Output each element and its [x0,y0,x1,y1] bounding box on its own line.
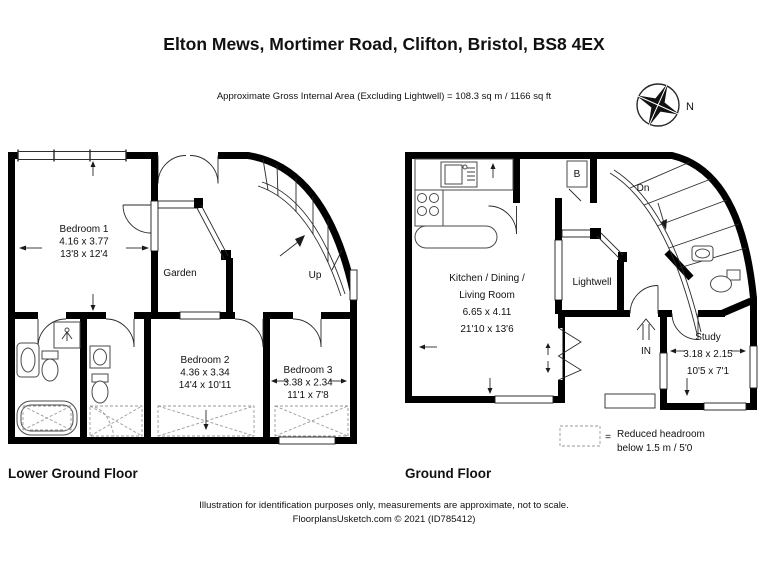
dimension-arrows [19,161,347,430]
interior-walls [11,159,354,440]
svg-text:6.65 x 4.11: 6.65 x 4.11 [463,307,512,318]
toilet [726,269,741,281]
boiler-cupboard: B [566,160,588,202]
credit-text: FloorplansUsketch.com © 2021 (ID785412) [292,514,476,525]
floor-label-lower-ground: Lower Ground Floor [8,466,138,481]
room-label-bedroom2: Bedroom 2 4.36 x 3.34 14'4 x 10'11 [179,355,232,391]
svg-text:11'1 x 7'8: 11'1 x 7'8 [287,390,329,401]
stairs-up-label: Up [309,270,322,281]
legend-swatch [559,425,601,447]
legend-line2: below 1.5 m / 5'0 [617,443,693,454]
room-label-lightwell: Lightwell [573,277,612,288]
svg-text:14'4 x 10'11: 14'4 x 10'11 [179,380,232,391]
svg-text:4.16 x 3.77: 4.16 x 3.77 [59,237,109,248]
compass-north-label: N [686,101,694,113]
svg-text:Kitchen / Dining /: Kitchen / Dining / [449,273,525,284]
room-label-kitchen: Kitchen / Dining / Living Room 6.65 x 4.… [449,273,525,335]
room-label-study: Study 3.18 x 2.15 10'5 x 7'1 [683,332,733,377]
svg-text:Bedroom 3: Bedroom 3 [284,365,333,376]
staircase-up: Up [257,158,346,297]
boiler-label: B [574,169,581,180]
svg-text:13'8 x 12'4: 13'8 x 12'4 [60,249,108,260]
room-label-bedroom1: Bedroom 1 4.16 x 3.77 13'8 x 12'4 [59,224,109,260]
svg-text:10'5 x 7'1: 10'5 x 7'1 [687,366,730,377]
svg-text:4.36 x 3.34: 4.36 x 3.34 [180,368,230,379]
area-note: Approximate Gross Internal Area (Excludi… [216,91,552,102]
svg-text:Study: Study [695,332,721,343]
entrance: IN [604,318,656,409]
floorplan-ground: B Dn [405,152,758,454]
window [17,149,358,445]
legend-reduced-headroom: = Reduced headroom below 1.5 m / 5'0 [559,425,705,454]
bathroom-fixtures [16,321,81,436]
entrance-label: IN [641,346,651,357]
svg-text:Bedroom 2: Bedroom 2 [181,355,230,366]
svg-text:21'10 x 13'6: 21'10 x 13'6 [460,324,514,335]
wc-fixtures [691,245,741,293]
entry-step [604,393,656,409]
compass-icon: N [635,82,694,128]
counter-peninsula [414,225,498,249]
dimension-arrows [419,163,746,396]
legend-equals: = [605,432,611,443]
svg-text:Living Room: Living Room [459,290,515,301]
disclaimer-text: Illustration for identification purposes… [199,500,569,511]
svg-text:3.18 x 2.15: 3.18 x 2.15 [683,349,733,360]
room-label-garden: Garden [163,268,196,279]
floor-label-ground: Ground Floor [405,466,492,481]
svg-text:Bedroom 1: Bedroom 1 [60,224,109,235]
shower-room-fixtures [89,345,143,437]
svg-text:3.38 x 2.34: 3.38 x 2.34 [283,378,333,389]
exterior-walls [405,152,757,410]
kitchen-units [414,158,514,249]
floorplan-lower-ground: Up [8,149,358,445]
staircase-down: Dn [609,161,747,335]
page-title: Elton Mews, Mortimer Road, Clifton, Bris… [163,34,605,54]
stairs-down-label: Dn [637,183,650,194]
door-swings [488,205,699,340]
door-swings [37,204,322,348]
toilet [41,350,59,360]
window [494,239,758,411]
interior-walls [513,159,753,381]
legend-line1: Reduced headroom [617,429,705,440]
room-label-bedroom3: Bedroom 3 3.38 x 2.34 11'1 x 7'8 [283,365,333,401]
